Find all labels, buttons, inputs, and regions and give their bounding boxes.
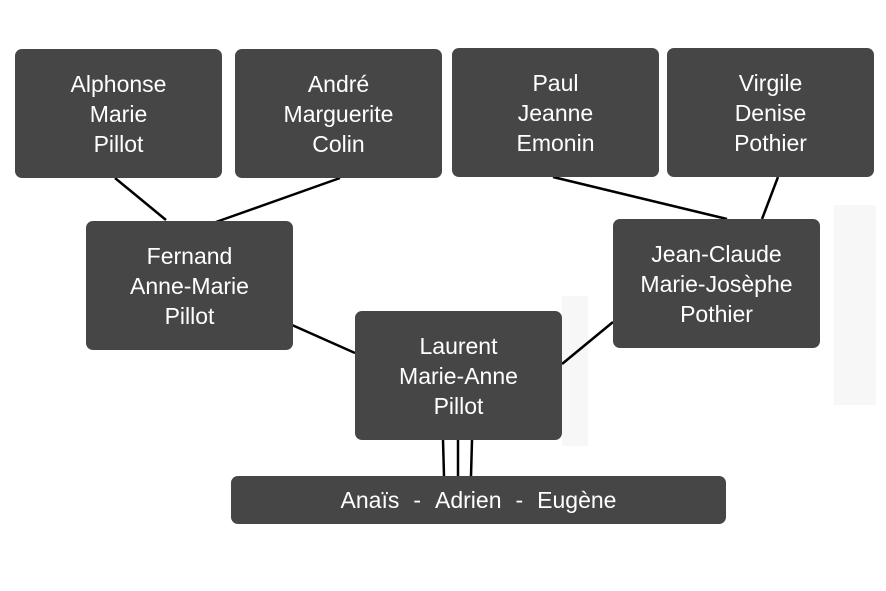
link-gp2-p1	[215, 176, 341, 224]
name-line: Virgile	[738, 69, 803, 96]
link-gp1-p1	[114, 177, 167, 221]
link-p2-couple	[561, 321, 614, 365]
name-line: Fernand	[146, 242, 233, 269]
name-separator: -	[515, 486, 524, 513]
name-separator: -	[413, 486, 422, 513]
link-gp3-p2	[552, 175, 728, 221]
name-line: Paul	[532, 69, 579, 96]
child-name: Adrien	[435, 486, 502, 513]
name-line: Marie-Anne	[399, 362, 518, 389]
name-line: Emonin	[516, 129, 595, 156]
name-line: Jeanne	[517, 99, 594, 126]
grandparent-box-alphonse: Alphonse Marie Pillot	[15, 49, 222, 178]
link-p1-couple	[291, 323, 356, 355]
name-line: Pillot	[93, 130, 144, 157]
name-line: Marguerite	[283, 100, 394, 127]
name-line: Laurent	[419, 332, 498, 359]
name-line: Pillot	[433, 392, 484, 419]
child-name: Anaïs	[340, 486, 400, 513]
background-artifact	[834, 205, 876, 405]
background-artifact	[562, 296, 588, 446]
name-line: Pillot	[164, 302, 215, 329]
name-line: Alphonse	[70, 70, 167, 97]
grandparent-box-paul: Paul Jeanne Emonin	[452, 48, 659, 177]
name-line: Pothier	[680, 300, 753, 327]
name-line: Pothier	[734, 129, 807, 156]
children-box: Anaïs - Adrien - Eugène	[231, 476, 726, 524]
name-line: Colin	[312, 130, 365, 157]
name-line: Jean-Claude	[651, 240, 782, 267]
name-line: Denise	[734, 99, 807, 126]
name-line: Marie-Josèphe	[640, 270, 793, 297]
child-name: Eugène	[537, 486, 617, 513]
grandparent-box-andre: André Marguerite Colin	[235, 49, 442, 178]
name-line: Marie	[89, 100, 148, 127]
parent-box-jean-claude: Jean-Claude Marie-Josèphe Pothier	[613, 219, 820, 348]
name-line: Anne-Marie	[130, 272, 249, 299]
link-gp4-p2	[760, 176, 780, 220]
name-line: André	[307, 70, 370, 97]
link-couple-child3	[469, 439, 474, 477]
couple-box-laurent: Laurent Marie-Anne Pillot	[355, 311, 562, 440]
parent-box-fernand: Fernand Anne-Marie Pillot	[86, 221, 293, 350]
link-couple-child1	[441, 439, 446, 477]
grandparent-box-virgile: Virgile Denise Pothier	[667, 48, 874, 177]
